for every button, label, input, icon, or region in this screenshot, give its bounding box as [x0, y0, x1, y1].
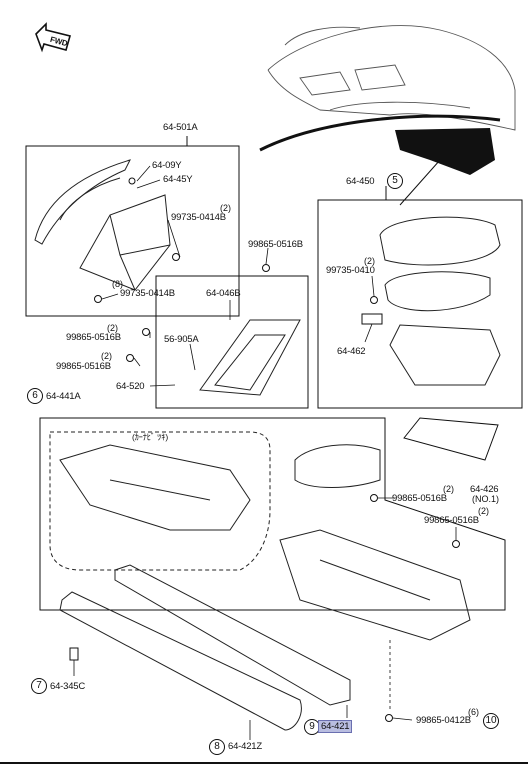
- box-64-501a: [25, 145, 240, 317]
- pad-part-outline: [379, 216, 501, 386]
- label-64-046b: 64-046B: [206, 288, 241, 299]
- screw-99865-r2: [452, 540, 460, 548]
- screw-99865-l2: [126, 354, 134, 362]
- screw-99865-0412b: [385, 714, 393, 722]
- screw-97350414b: [172, 253, 180, 261]
- label-99865-l2: 99865-0516B: [56, 361, 111, 372]
- screw-99865-r1: [370, 494, 378, 502]
- trim-64-421: [114, 564, 351, 706]
- label-56-905a: 56-905A: [164, 334, 199, 345]
- label-99865-r2: 99865-0516B: [424, 515, 479, 526]
- label-64-426-no: (NO.1): [472, 494, 499, 504]
- screw-99865-top: [262, 264, 270, 272]
- group-64-441a-ref: 6: [27, 388, 43, 404]
- locator-leader: [399, 159, 441, 206]
- label-99865-0412b: 99865-0412B: [416, 715, 471, 726]
- ref-99865-0412b: 10: [483, 713, 499, 729]
- screw-97350414b-b: [94, 295, 102, 303]
- group-64-501a-label: 64-501A: [163, 122, 198, 133]
- box-64-450: [317, 199, 523, 409]
- clip-64-09y: [128, 177, 136, 185]
- console-main-outline: [59, 444, 471, 641]
- label-64-421[interactable]: 64-421: [318, 720, 353, 733]
- bracket-64-462: [361, 313, 383, 325]
- bottom-rule: [0, 762, 528, 764]
- qty-97350414b: (2): [220, 203, 231, 213]
- qty-97350414b-b: (8): [112, 279, 123, 289]
- label-64-45y: 64-45Y: [163, 174, 193, 185]
- group-64-450-ref: 5: [387, 173, 403, 189]
- group-64-450-label: 64-450: [346, 176, 375, 187]
- console-locator-highlight: [395, 128, 495, 175]
- box-64-441a: [39, 417, 506, 611]
- lid-part-outline: [34, 159, 171, 291]
- label-99865-r1: 99865-0516B: [392, 493, 447, 504]
- screw-97350410: [370, 296, 378, 304]
- group-64-441a-label: 64-441A: [46, 391, 81, 402]
- mat-64-426: [403, 417, 499, 461]
- bracket-part-outline: [199, 319, 301, 396]
- ref-64-345c: 7: [31, 678, 47, 694]
- qty-99865-0412b: (6): [468, 707, 479, 717]
- label-99865-l1: 99865-0516B: [66, 332, 121, 343]
- label-64-462: 64-462: [337, 346, 366, 357]
- qty-99865-r2: (2): [478, 506, 489, 516]
- dashboard-locator: [259, 25, 516, 152]
- fwd-arrow-icon: [35, 22, 71, 53]
- label-99735-0410: 99735-0410: [326, 265, 375, 276]
- label-64-421z: 64-421Z: [228, 741, 262, 752]
- ref-64-421z: 8: [209, 739, 225, 755]
- leader-lines: [73, 165, 457, 740]
- cover-64-421z: [59, 591, 302, 731]
- qty-99865-l2: (2): [101, 351, 112, 361]
- label-99865-top: 99865-0516B: [248, 239, 303, 250]
- inner-note: (ｶｰﾅﾋﾞ ﾂｷ): [132, 432, 168, 442]
- label-64-09y: 64-09Y: [152, 160, 182, 171]
- qty-97350410: (2): [364, 256, 375, 266]
- qty-99865-r1: (2): [443, 484, 454, 494]
- qty-99865-l1: (2): [107, 323, 118, 333]
- label-64-520: 64-520: [116, 381, 145, 392]
- clip-64-345c: [69, 647, 79, 661]
- screw-99865-l1: [142, 328, 150, 336]
- label-64-345c: 64-345C: [50, 681, 86, 692]
- label-64-426: 64-426: [470, 484, 499, 495]
- box-middle: [155, 275, 309, 409]
- label-97350414b: 99735-0414B: [171, 212, 226, 223]
- label-97350414b-b: 99735-0414B: [120, 288, 175, 299]
